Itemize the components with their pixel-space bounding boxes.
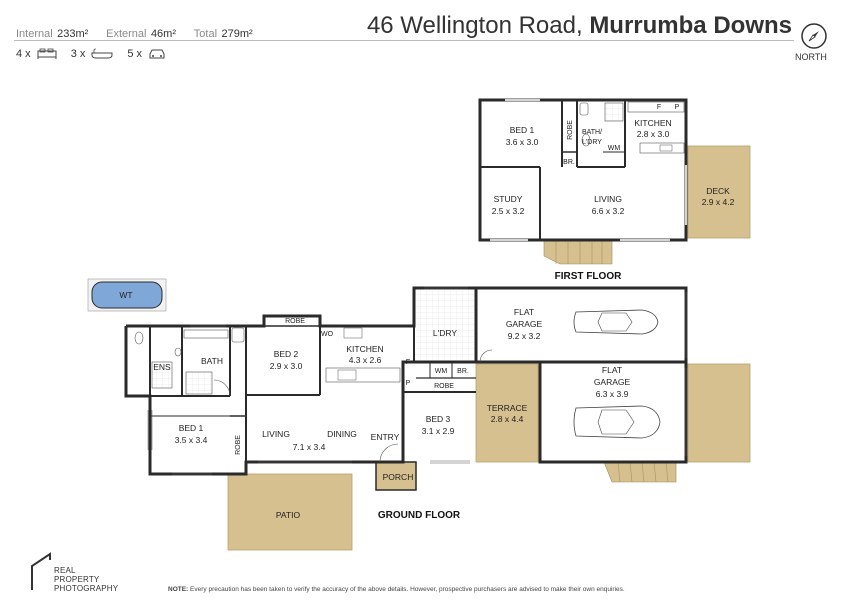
ff-study-size: 2.5 x 3.2	[492, 206, 525, 216]
address-suburb: Murrumba Downs	[589, 12, 792, 39]
gf-garage2-size: 6.3 x 3.9	[596, 389, 629, 399]
patio-label: PATIO	[276, 510, 301, 520]
address-street: 46 Wellington Road,	[366, 12, 583, 39]
gf-robe-top: ROBE	[285, 318, 305, 325]
feature-counts: 4 x 3 x 5 x	[16, 48, 166, 60]
gf-bed1-size: 3.5 x 3.4	[175, 435, 208, 445]
gf-robe-bed3: ROBE	[434, 383, 454, 390]
first-floor-stairs	[543, 239, 613, 265]
ff-bed1-name: BED 1	[510, 125, 535, 135]
ff-kitchen-size: 2.8 x 3.0	[637, 129, 670, 139]
ff-deck-size: 2.9 x 4.2	[702, 197, 735, 207]
gf-entry: ENTRY	[371, 432, 400, 442]
gf-fridge: F	[406, 359, 410, 366]
gf-garage1-name2: GARAGE	[506, 319, 543, 329]
ground-floor-label: GROUND FLOOR	[378, 510, 461, 521]
address-title: 46 Wellington Road, Murrumba Downs	[367, 12, 792, 40]
ff-living-size: 6.6 x 3.2	[592, 206, 625, 216]
car-count: 5 x	[127, 48, 143, 60]
ff-study-name: STUDY	[494, 194, 523, 204]
ff-robe: ROBE	[567, 120, 574, 140]
wt-label: WT	[119, 290, 132, 300]
total-value: 279m²	[221, 28, 253, 40]
garage-stairs	[603, 461, 677, 483]
ff-kitchen-name: KITCHEN	[634, 118, 671, 128]
bath-icon	[91, 48, 113, 59]
disclaimer-text: Every precaution has been taken to verif…	[190, 586, 625, 593]
car-icon	[149, 49, 165, 59]
gf-kitchen-size: 4.3 x 2.6	[349, 355, 382, 365]
porch-label: PORCH	[383, 472, 414, 482]
ground-floor: WT PATIO TERRACE 2.8 x 4.4 PORCH	[87, 278, 751, 551]
deck-area	[687, 145, 751, 239]
gf-bed2-size: 2.9 x 3.0	[270, 361, 303, 371]
ff-bath-name: BATH/	[582, 129, 602, 136]
gf-br: BR.	[457, 368, 469, 375]
gf-garage1-size: 9.2 x 3.2	[508, 331, 541, 341]
first-floor-label: FIRST FLOOR	[555, 271, 622, 282]
gf-bath: BATH	[201, 356, 223, 366]
internal-label: Internal	[16, 28, 53, 40]
company-logo-icon	[31, 552, 51, 590]
logo-line2: PROPERTY	[54, 575, 100, 584]
terrace-area	[475, 363, 539, 463]
gf-garage2-name: FLAT	[602, 365, 622, 375]
gf-pantry: P	[406, 380, 411, 387]
ff-pantry: P	[675, 104, 680, 111]
terrace-name: TERRACE	[487, 403, 528, 413]
compass-icon	[801, 23, 827, 49]
disclaimer-label: NOTE:	[168, 586, 189, 593]
side-deck-area	[687, 363, 751, 463]
ff-living-name: LIVING	[594, 194, 622, 204]
gf-garage1-name: FLAT	[514, 307, 534, 317]
gf-bed3-name: BED 3	[426, 414, 451, 424]
bed-icon	[37, 48, 57, 59]
company-logo-text: REAL PROPERTY PHOTOGRAPHY	[54, 566, 118, 593]
logo-line1: REAL	[54, 566, 76, 575]
gf-dining: DINING	[327, 429, 357, 439]
area-summary: Internal 233m² External 46m² Total 279m²	[16, 24, 253, 42]
ff-bath-name2: L'DRY	[582, 139, 602, 146]
ff-fridge: F	[657, 104, 661, 111]
car-garage2	[573, 405, 661, 439]
ff-bed1-size: 3.6 x 3.0	[506, 137, 539, 147]
external-value: 46m²	[150, 28, 176, 40]
gf-wo: WO	[321, 331, 334, 338]
gf-bed1-name: BED 1	[179, 423, 204, 433]
external-label: External	[106, 28, 147, 40]
disclaimer: NOTE: Every precaution has been taken to…	[168, 586, 625, 593]
gf-garage2-name2: GARAGE	[594, 377, 631, 387]
porch-area	[375, 461, 417, 491]
gf-ldry: L'DRY	[433, 328, 457, 338]
total-label: Total	[193, 28, 218, 40]
gf-living: LIVING	[262, 429, 290, 439]
gf-robe-side: ROBE	[235, 435, 242, 455]
gf-bed3-size: 3.1 x 2.9	[422, 426, 455, 436]
ff-br: BR.	[563, 159, 575, 166]
car-garage1	[573, 309, 659, 335]
first-floor: BED 1 3.6 x 3.0 ROBE BR. BATH/ L'DRY WM …	[478, 98, 751, 282]
bed-count: 4 x	[16, 48, 31, 60]
logo-line3: PHOTOGRAPHY	[54, 584, 119, 593]
internal-value: 233m²	[57, 28, 89, 40]
ff-wm: WM	[608, 145, 621, 152]
bath-count: 3 x	[70, 48, 86, 60]
gf-kitchen-name: KITCHEN	[346, 344, 383, 354]
gf-ens: ENS	[153, 362, 171, 372]
gf-ld-size: 7.1 x 3.4	[293, 442, 326, 452]
header-divider	[14, 40, 794, 41]
north-label: NORTH	[795, 52, 827, 62]
patio-area	[227, 473, 353, 551]
ff-deck-name: DECK	[706, 186, 730, 196]
gf-wm: WM	[435, 368, 448, 375]
terrace-size: 2.8 x 4.4	[491, 414, 524, 424]
gf-bed2-name: BED 2	[274, 349, 299, 359]
